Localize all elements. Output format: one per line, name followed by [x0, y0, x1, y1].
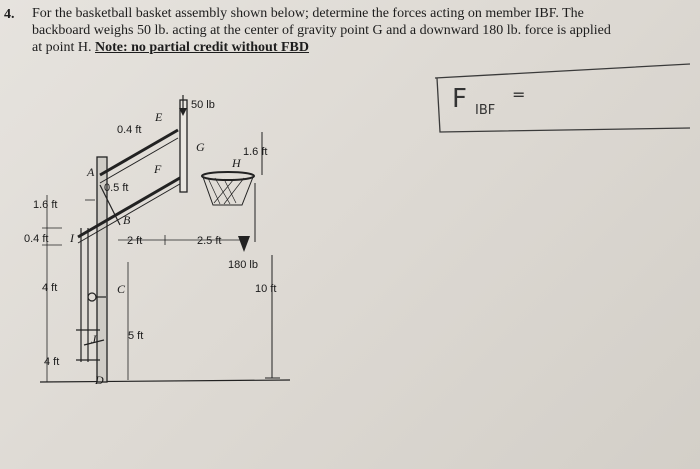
problem-note: Note: no partial credit without FBD: [95, 40, 309, 55]
label-04ft-left: 0.4 ft: [24, 233, 48, 245]
label-point-j: J: [91, 332, 97, 346]
answer-box: [434, 63, 691, 133]
label-25ft: 2.5 ft: [197, 235, 221, 247]
label-4ft-upper: 4 ft: [42, 282, 57, 294]
weight-arrow-head: [179, 108, 187, 116]
label-05ft: 0.5 ft: [104, 182, 128, 194]
handwritten-f: F: [452, 84, 467, 114]
label-16ft-right: 1.6 ft: [243, 146, 267, 158]
brace-ab: [99, 184, 121, 226]
upper-arm-ae-edge: [99, 137, 179, 184]
strut-j: [83, 339, 105, 346]
main-pole: [96, 156, 108, 383]
ground-line: [39, 379, 291, 383]
handwritten-equals: =: [512, 85, 525, 104]
label-point-c: C: [117, 282, 126, 296]
label-point-f: F: [153, 162, 162, 176]
member-ibf: [77, 173, 186, 239]
net-mesh: [207, 177, 245, 205]
force-180-arrow-head: [238, 236, 250, 252]
label-point-a: A: [86, 165, 95, 179]
handwritten-ibf: IBF: [475, 103, 495, 118]
problem-text-line-1: For the basketball basket assembly shown…: [32, 6, 584, 21]
label-04ft-top: 0.4 ft: [117, 124, 141, 136]
label-2ft: 2 ft: [127, 235, 142, 247]
label-4ft-lower: 4 ft: [44, 356, 59, 368]
problem-number: 4.: [4, 7, 15, 22]
upper-arm-ae: [99, 128, 179, 177]
label-point-b: B: [123, 213, 131, 227]
member-ibf-edge: [77, 180, 186, 244]
net: [202, 176, 254, 206]
label-point-g: G: [196, 140, 205, 154]
label-point-d: D: [94, 373, 104, 387]
problem-text-line-3: at point H. Note: no partial credit with…: [32, 39, 309, 56]
label-point-e: E: [154, 110, 163, 124]
label-5ft: 5 ft: [128, 330, 143, 342]
problem-text-point-h: at point H.: [32, 40, 92, 55]
label-180lb: 180 lb: [228, 259, 258, 271]
label-point-i: I: [69, 231, 75, 245]
label-10ft: 10 ft: [255, 283, 276, 295]
problem-text-line-2: backboard weighs 50 lb. acting at the ce…: [32, 23, 611, 38]
rim: [201, 171, 255, 181]
crank-handle: [87, 292, 97, 302]
label-16ft-left: 1.6 ft: [33, 199, 57, 211]
label-50lb: 50 lb: [191, 99, 215, 111]
label-point-h: H: [231, 156, 242, 170]
